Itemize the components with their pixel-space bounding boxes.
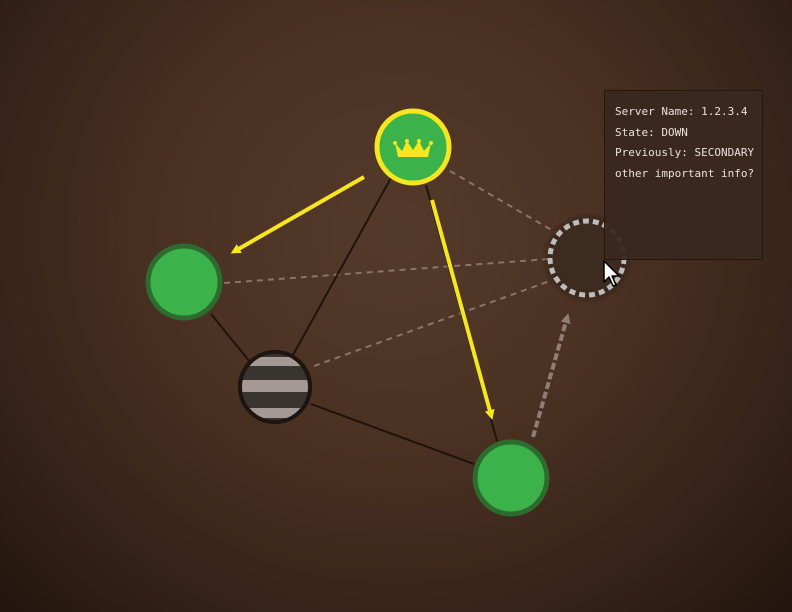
arbiter-node[interactable]: [238, 350, 312, 430]
primary-node[interactable]: [374, 108, 452, 186]
replication-arrow-to-down-node: [531, 313, 571, 438]
state-text: State: DOWN: [615, 125, 688, 139]
dashed-link-arbiter-down: [313, 280, 551, 367]
dashed-link-left-down: [223, 258, 550, 284]
server-info-tooltip: Server Name: 1.2.3.4 State: DOWN Previou…: [604, 90, 763, 260]
server-name-text: Server Name: 1.2.3.4: [615, 105, 748, 118]
dashed-link-primary-down: [449, 170, 556, 233]
previous-state-text: Previously: SECONDARY: [615, 146, 755, 159]
replication-arrow-to-bottom: [430, 199, 495, 420]
secondary-node-bottom[interactable]: [472, 439, 550, 517]
secondary-node-left[interactable]: [145, 243, 223, 321]
crown-icon: [393, 139, 433, 157]
replication-arrow-to-left: [230, 175, 365, 254]
link-left-arbiter: [210, 313, 251, 363]
link-primary-arbiter: [292, 175, 393, 356]
link-arbiter-bottom: [310, 403, 475, 465]
other-info-text: other important info?: [615, 166, 755, 180]
mouse-cursor-icon: [603, 260, 620, 287]
